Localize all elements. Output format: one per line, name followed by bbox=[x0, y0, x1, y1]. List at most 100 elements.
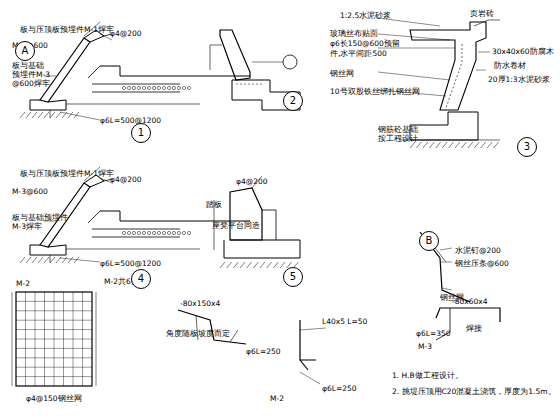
callout-circle: 4 bbox=[131, 269, 151, 289]
drawing-line bbox=[429, 142, 434, 148]
drawing-line bbox=[233, 262, 238, 268]
drawing-label: M-3@600 bbox=[12, 188, 48, 196]
callout-number: 4 bbox=[138, 274, 144, 284]
drawing-line bbox=[32, 112, 37, 118]
drawing-label: φ6L=500@1200 bbox=[100, 117, 161, 125]
drawing-line bbox=[446, 44, 462, 108]
drawing-line bbox=[267, 262, 272, 268]
drawing-line bbox=[449, 142, 454, 148]
drawing-label: 防水卷材 bbox=[494, 62, 526, 70]
drawing-label: 板与基础 bbox=[12, 62, 44, 70]
drawing-label: 水泥钉@200 bbox=[455, 247, 501, 255]
drawing-line bbox=[280, 262, 285, 268]
drawing-line bbox=[481, 142, 486, 148]
drawing-line bbox=[253, 262, 258, 268]
drawing-label: 钢筋砼基础 bbox=[378, 126, 418, 134]
drawing-label: 座凳平台同造 bbox=[212, 222, 260, 230]
drawing-line bbox=[410, 112, 478, 140]
drawing-line bbox=[260, 262, 265, 268]
drawing-label: 焊接 bbox=[466, 325, 482, 333]
drawing-line bbox=[16, 348, 92, 349]
drawing-line bbox=[440, 248, 452, 290]
drawing-line bbox=[230, 188, 262, 240]
drawing-label: 2. 挑堤压顶用C20混凝土浇筑，厚度为1.5m。 bbox=[392, 388, 556, 396]
drawing-line bbox=[16, 329, 92, 330]
drawing-line bbox=[461, 142, 466, 148]
drawing-line bbox=[474, 20, 500, 26]
drawing-line bbox=[300, 328, 326, 384]
drawing-label: @600焊牢 bbox=[12, 80, 50, 88]
drawing-line bbox=[50, 255, 51, 263]
drawing-line bbox=[68, 257, 73, 263]
drawing-line bbox=[227, 262, 232, 268]
callout-number: 5 bbox=[290, 272, 296, 282]
drawing-line bbox=[38, 257, 43, 263]
drawing-line bbox=[20, 257, 25, 263]
drawing-label: φ6长150@600预留 bbox=[330, 40, 400, 48]
drawing-line bbox=[494, 142, 499, 148]
drawing-line bbox=[224, 240, 300, 258]
drawing-label: 板与基础预埋件 bbox=[12, 214, 68, 222]
drawing-label: φ4@200 bbox=[110, 176, 142, 184]
drawing-line bbox=[30, 245, 66, 255]
drawing-line bbox=[50, 257, 55, 263]
drawing-line bbox=[16, 320, 92, 321]
drawing-line bbox=[455, 142, 460, 148]
drawing-line bbox=[32, 257, 37, 263]
drawing-label: 20厚1:3水泥砂浆 bbox=[488, 76, 550, 84]
drawing-label: 预埋件M-3 bbox=[12, 71, 50, 79]
drawing-label: 玻璃丝布贴面 bbox=[330, 30, 378, 38]
drawing-line bbox=[423, 142, 428, 148]
drawing-line bbox=[262, 210, 276, 240]
drawing-label: φ6L=250 bbox=[246, 348, 281, 356]
drawing-label: φ4@150钢丝网 bbox=[26, 395, 82, 403]
drawing-line bbox=[16, 357, 92, 358]
drawing-label: M-3 bbox=[418, 343, 432, 351]
drawing-label: 10号双股铁丝绑扎钢丝网 bbox=[330, 88, 420, 96]
drawing-line bbox=[26, 257, 31, 263]
drawing-label: M-3焊牢 bbox=[12, 223, 42, 231]
drawing-line bbox=[16, 367, 92, 368]
drawing-line bbox=[66, 249, 200, 250]
drawing-line bbox=[44, 112, 49, 118]
drawing-label: 页岩砖 bbox=[470, 10, 494, 18]
drawing-line bbox=[100, 34, 112, 183]
drawing-label: 角度随板坡度而定 bbox=[166, 330, 230, 338]
callout-number: 2 bbox=[290, 96, 296, 106]
drawing-label: 踏板 bbox=[206, 201, 222, 209]
drawing-line bbox=[16, 376, 92, 377]
drawing-label: M-2 bbox=[16, 280, 30, 288]
drawing-label: L40x5 L=50 bbox=[322, 318, 367, 326]
callout-circle: 2 bbox=[283, 91, 303, 111]
callout-number: 3 bbox=[524, 142, 530, 152]
drawing-line bbox=[220, 262, 225, 268]
drawing-line bbox=[38, 112, 43, 118]
drawing-line bbox=[44, 257, 49, 263]
drawing-line bbox=[26, 112, 31, 118]
drawing-line bbox=[88, 66, 180, 92]
drawing-label: -80x150x4 bbox=[180, 300, 220, 308]
drawing-label: 板与压顶板预埋件M-1焊牢 bbox=[20, 26, 114, 34]
drawing-label: 件,水平间距500 bbox=[330, 50, 387, 58]
drawing-line bbox=[474, 142, 479, 148]
drawing-line bbox=[196, 316, 238, 342]
drawing-label: φ4@200 bbox=[110, 30, 142, 38]
drawing-line bbox=[468, 142, 473, 148]
drawing-line bbox=[16, 339, 92, 340]
drawing-label: 30x40x60防腐木 bbox=[492, 48, 554, 56]
drawing-line bbox=[100, 211, 250, 221]
drawing-label: 按工程设计 bbox=[378, 135, 418, 143]
drawing-line bbox=[68, 112, 73, 118]
drawing-line bbox=[436, 142, 441, 148]
drawing-line bbox=[410, 22, 486, 110]
drawing-line bbox=[236, 84, 262, 85]
drawing-line bbox=[50, 112, 55, 118]
drawing-line bbox=[240, 262, 245, 268]
drawing-line bbox=[436, 308, 500, 322]
callout-circle: A bbox=[15, 41, 35, 61]
drawing-line bbox=[16, 301, 92, 302]
drawing-line bbox=[487, 142, 492, 148]
drawing-line bbox=[273, 262, 278, 268]
drawing-line bbox=[30, 100, 66, 110]
